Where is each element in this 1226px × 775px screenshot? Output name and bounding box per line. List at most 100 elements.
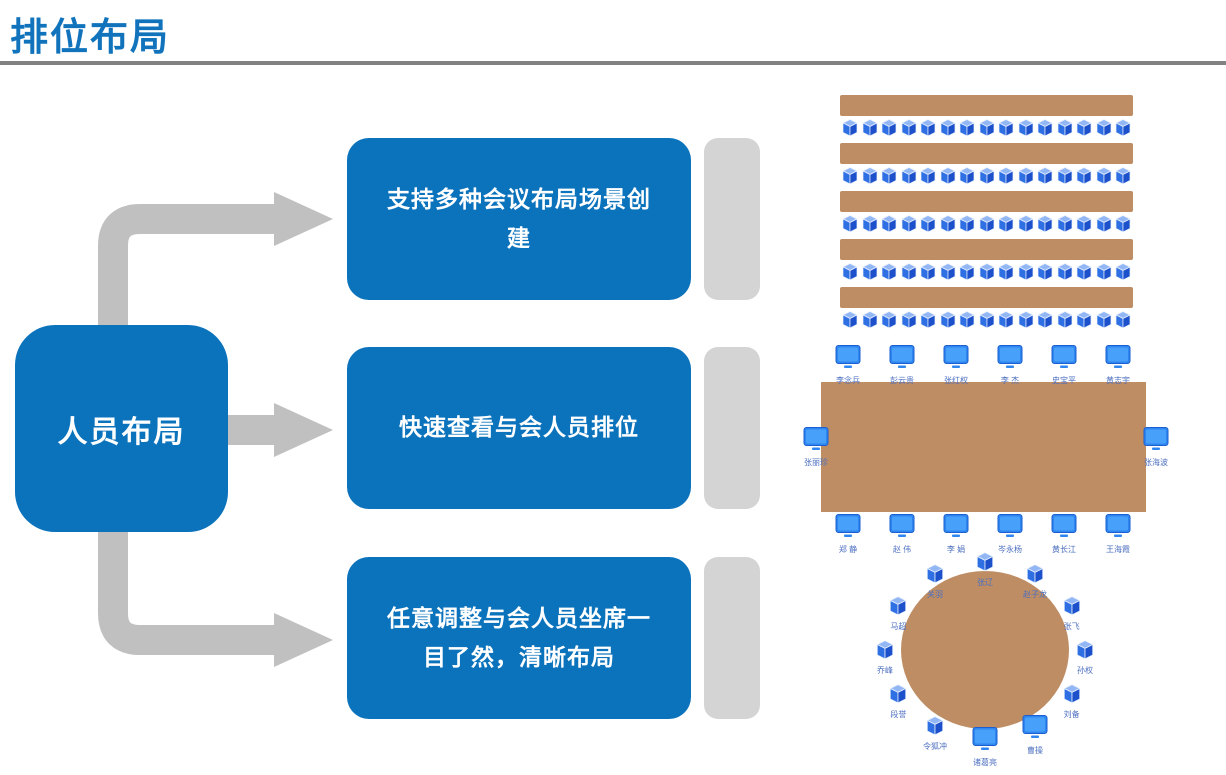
seat-name-label: 郑 静: [838, 545, 858, 554]
seat-name-label: 张丽珍: [804, 458, 828, 467]
round-table-seat: 关羽: [911, 563, 959, 600]
chair-icon: [1017, 214, 1035, 238]
chair-icon: [939, 118, 957, 142]
connector-pill-3: [704, 557, 760, 719]
chair-icon: [978, 310, 996, 334]
rect-table-surface: [821, 382, 1146, 512]
seat-name-label: 张飞: [1063, 622, 1080, 631]
chair-icon: [1075, 310, 1093, 334]
chair-icon: [1036, 118, 1054, 142]
chair-icon: [939, 310, 957, 334]
chair-icon: [861, 262, 879, 286]
chair-icon: [900, 166, 918, 190]
arrowhead-1: [274, 192, 333, 246]
seat-name-label: 张海波: [1144, 458, 1168, 467]
page-title: 排位布局: [10, 17, 171, 59]
chair-icon: [958, 118, 976, 142]
seat-name-label: 令狐冲: [923, 742, 947, 752]
banquet-seat: 李 杰: [986, 345, 1034, 386]
chair-icon: [880, 118, 898, 142]
round-table-seat: 张辽: [961, 551, 1009, 588]
chair-icon: [1017, 118, 1035, 142]
chair-icon: [880, 262, 898, 286]
chair-icon: [919, 310, 937, 334]
chair-icon: [1075, 639, 1095, 665]
chair-icon: [1056, 166, 1074, 190]
feature-label: 任意调整与会人员坐席一目了然，清晰布局: [387, 604, 651, 670]
classroom-chair-row: [841, 214, 1132, 234]
classroom-table-bar: [840, 95, 1133, 116]
monitor-icon: [889, 345, 915, 375]
feature-label: 快速查看与会人员排位: [399, 414, 639, 441]
monitor-icon: [943, 514, 969, 544]
chair-icon: [1114, 262, 1132, 286]
banquet-seat: 彭云贵: [878, 345, 926, 386]
chair-icon: [1017, 166, 1035, 190]
seat-name-label: 李 娟: [946, 545, 966, 554]
arrow-to-feature-1: [98, 204, 274, 340]
seat-name-label: 赵子龙: [1023, 589, 1047, 599]
monitor-icon: [997, 514, 1023, 544]
chair-icon: [1095, 166, 1113, 190]
chair-icon: [1036, 214, 1054, 238]
banquet-seat: 李念兵: [824, 345, 872, 386]
seat-name-label: 马超: [890, 622, 907, 631]
classroom-table-bar: [840, 239, 1133, 260]
round-table-seat: 张飞: [1048, 595, 1096, 632]
seat-name-label: 彭云贵: [890, 376, 914, 385]
chair-icon: [1056, 310, 1074, 334]
banquet-seat: 张丽珍: [792, 427, 840, 468]
round-table-seat: 段誉: [874, 683, 922, 720]
seat-name-label: 刘备: [1063, 710, 1080, 719]
seat-name-label: 李念兵: [836, 376, 860, 385]
monitor-icon: [1143, 427, 1169, 457]
banquet-seat: 王海霞: [1094, 514, 1142, 555]
chair-icon: [1095, 214, 1113, 238]
chair-icon: [1095, 262, 1113, 286]
feature-label: 支持多种会议布局场景创建: [387, 185, 651, 251]
monitor-icon: [997, 345, 1023, 375]
chair-icon: [875, 639, 895, 665]
monitor-icon: [1051, 514, 1077, 544]
chair-icon: [880, 166, 898, 190]
chair-icon: [861, 166, 879, 190]
round-table-seat: 诸葛亮: [961, 727, 1009, 768]
banquet-seat: 张红权: [932, 345, 980, 386]
chair-icon: [841, 262, 859, 286]
chair-icon: [958, 310, 976, 334]
round-table-seat: 曹操: [1011, 715, 1059, 756]
chair-icon: [1075, 118, 1093, 142]
monitor-icon: [835, 514, 861, 544]
round-table-seat: 赵子龙: [1011, 563, 1059, 600]
chair-icon: [900, 214, 918, 238]
round-table-seat: 令狐冲: [911, 715, 959, 752]
flow-source-label: 人员布局: [57, 415, 186, 449]
flow-arrows: [98, 192, 333, 667]
chair-icon: [958, 262, 976, 286]
chair-icon: [997, 214, 1015, 238]
arrowhead-2: [274, 403, 333, 457]
chair-icon: [925, 563, 945, 589]
chair-icon: [900, 118, 918, 142]
chair-icon: [888, 595, 908, 621]
monitor-icon: [835, 345, 861, 375]
chair-icon: [900, 310, 918, 334]
round-table-seat: 乔峰: [861, 639, 909, 676]
chair-icon: [1062, 683, 1082, 709]
seat-name-label: 张红权: [944, 376, 968, 385]
classroom-chair-row: [841, 310, 1132, 330]
connector-pill-2: [704, 347, 760, 509]
seat-name-label: 李 杰: [1000, 376, 1020, 385]
chair-icon: [1056, 118, 1074, 142]
chair-icon: [880, 310, 898, 334]
monitor-icon: [803, 427, 829, 457]
seat-name-label: 史宝平: [1052, 376, 1076, 385]
flow-source-box: 人员布局: [15, 325, 228, 532]
monitor-icon: [972, 727, 998, 757]
chair-icon: [925, 715, 945, 741]
chair-icon: [1025, 563, 1045, 589]
chair-icon: [939, 166, 957, 190]
monitor-icon: [1105, 345, 1131, 375]
chair-icon: [1095, 310, 1113, 334]
